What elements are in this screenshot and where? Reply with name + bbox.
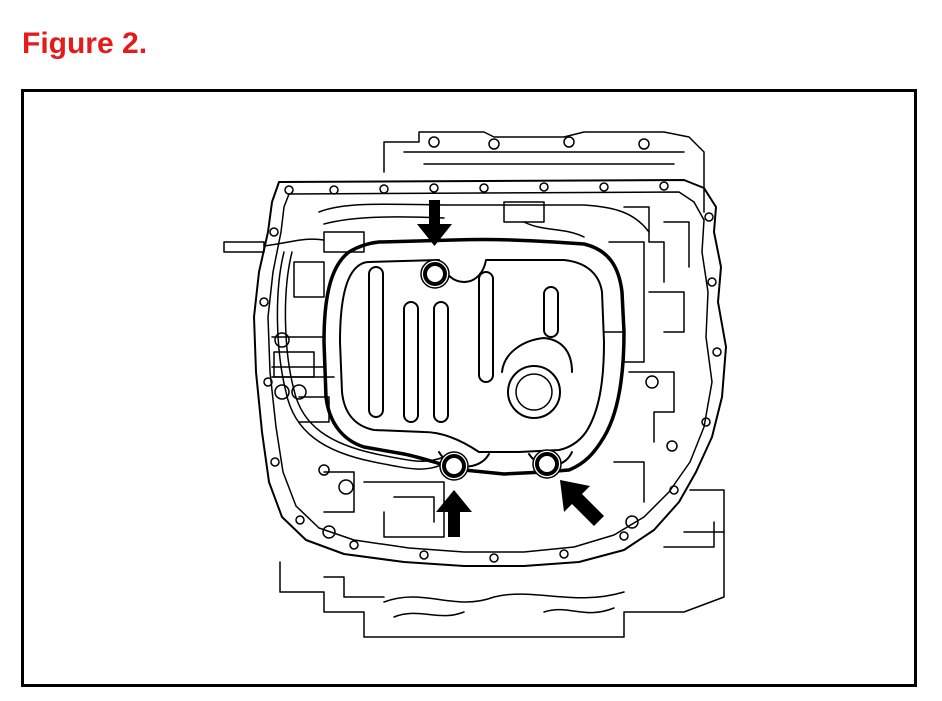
bolt-bottom-left: [439, 451, 469, 481]
oil-strainer: [322, 237, 626, 476]
figure-title: Figure 2.: [22, 27, 148, 60]
transmission-diagram: [223, 131, 727, 638]
diagram-frame: [21, 89, 917, 687]
arrow-up-left-icon: [560, 480, 604, 526]
bolt-bottom-right: [532, 449, 562, 479]
wiring-harness: [223, 201, 585, 470]
indicator-arrows: [417, 200, 604, 537]
lower-housing: [279, 489, 725, 638]
arrow-down-icon: [417, 200, 452, 246]
valve-body-top: [383, 131, 705, 213]
arrow-up-icon: [436, 490, 472, 537]
valve-body-internals: [271, 203, 690, 539]
case-gasket: [253, 179, 727, 567]
strainer-bolts: [420, 259, 562, 481]
bolt-top: [420, 259, 450, 289]
